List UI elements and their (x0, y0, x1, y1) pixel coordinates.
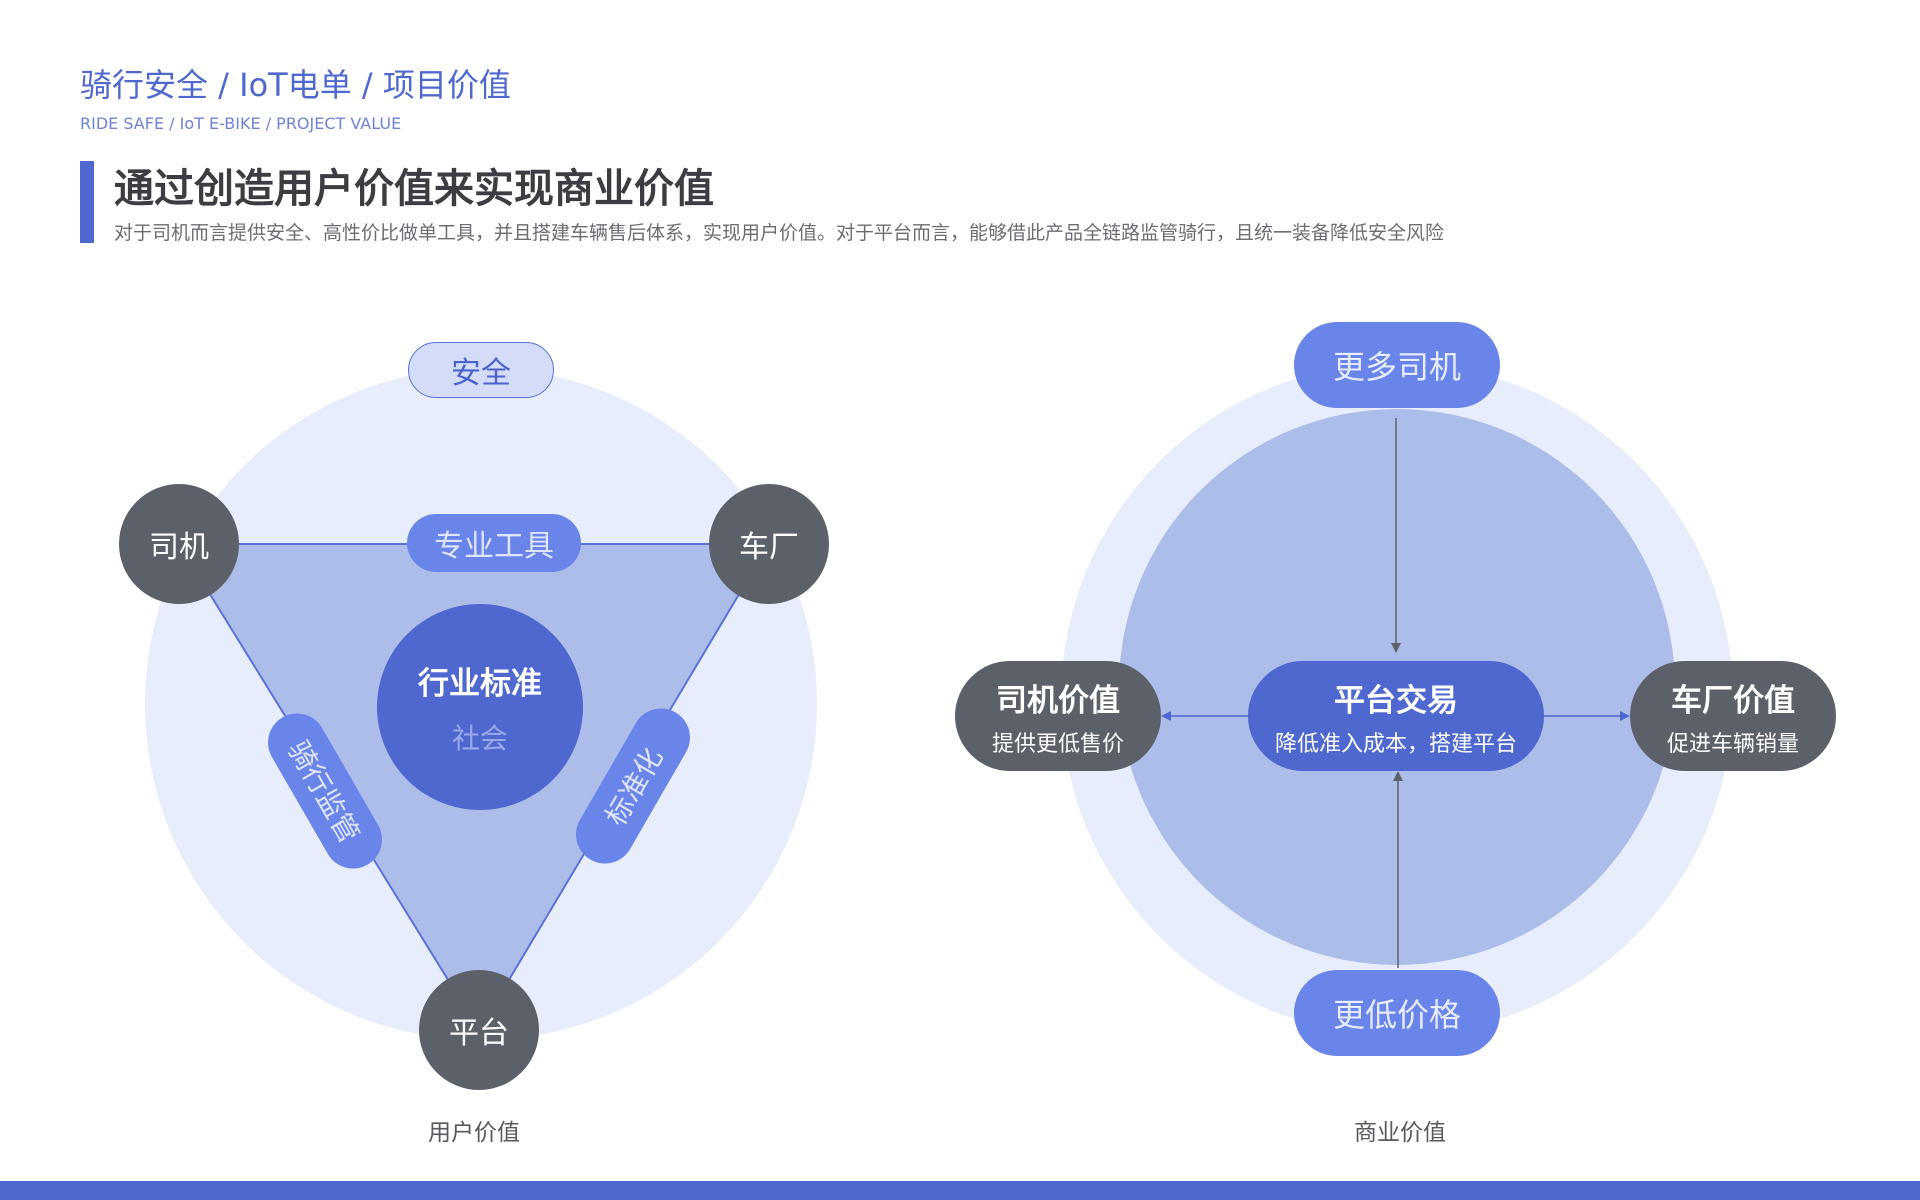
title-accent-bar (80, 161, 94, 243)
edge-label-professional-tools: 专业工具 (407, 514, 581, 572)
factory-value-pill: 车厂价值 促进车辆销量 (1630, 661, 1836, 771)
footer-accent-bar (0, 1181, 1920, 1200)
node-factory: 车厂 (709, 484, 829, 604)
driver-value-title: 司机价值 (996, 682, 1120, 719)
breadcrumb: 骑行安全 / IoT电单 / 项目价值 (80, 66, 511, 104)
factory-value-desc: 促进车辆销量 (1666, 731, 1799, 757)
lower-price-pill: 更低价格 (1294, 970, 1500, 1056)
society-label: 社会 (451, 721, 508, 755)
breadcrumb-english: RIDE SAFE / IoT E-BIKE / PROJECT VALUE (80, 114, 402, 133)
platform-trade-title: 平台交易 (1334, 682, 1458, 719)
driver-value-desc: 提供更低售价 (991, 731, 1124, 757)
platform-trade-pill: 平台交易 降低准入成本，搭建平台 (1248, 661, 1544, 771)
safety-label: 安全 (408, 342, 554, 398)
node-platform: 平台 (419, 970, 539, 1090)
page-title: 通过创造用户价值来实现商业价值 (114, 166, 714, 212)
driver-value-pill: 司机价值 提供更低售价 (955, 661, 1161, 771)
node-driver: 司机 (119, 484, 239, 604)
more-drivers-pill: 更多司机 (1294, 322, 1500, 408)
industry-standard-label: 行业标准 (418, 665, 542, 702)
user-value-caption: 用户价值 (428, 1120, 520, 1146)
platform-trade-desc: 降低准入成本，搭建平台 (1274, 731, 1517, 757)
industry-standard-circle: 行业标准 社会 (377, 604, 583, 810)
factory-value-title: 车厂价值 (1671, 682, 1795, 719)
business-value-caption: 商业价值 (1354, 1120, 1446, 1146)
page-subtitle: 对于司机而言提供安全、高性价比做单工具，并且搭建车辆售后体系，实现用户价值。对于… (114, 222, 1445, 244)
